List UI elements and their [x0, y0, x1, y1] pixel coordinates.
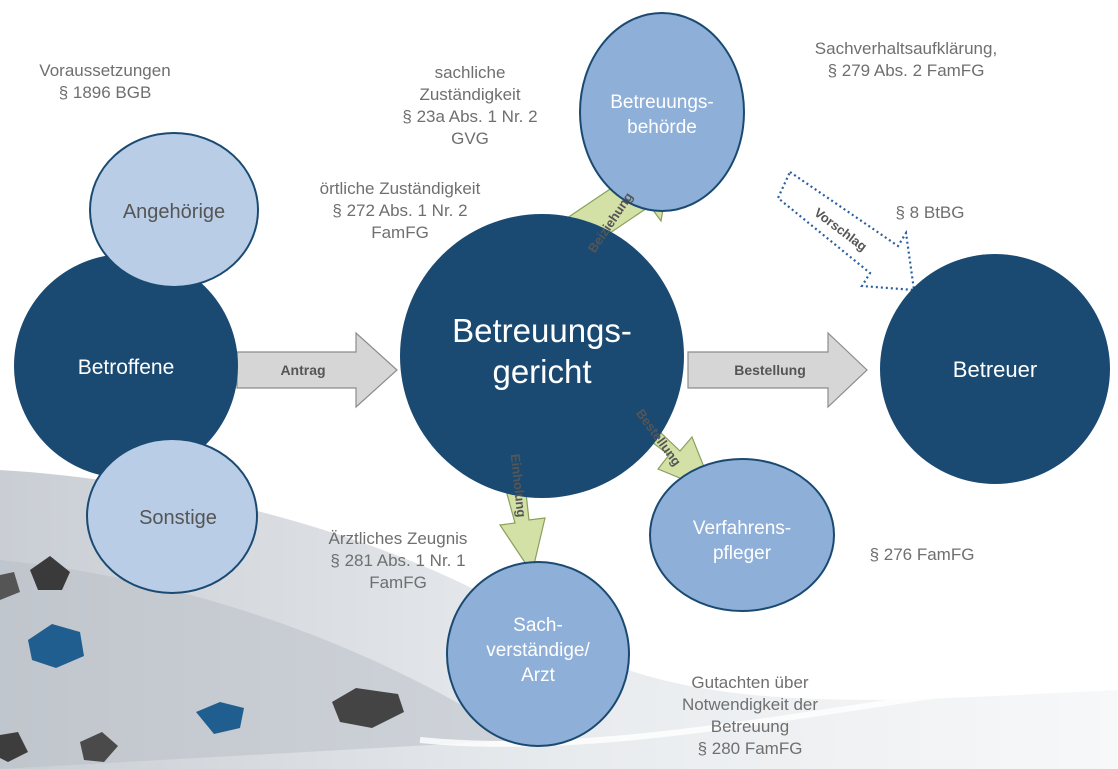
node-label-betroffene: Betroffene — [78, 356, 175, 379]
decor-tile — [80, 732, 118, 762]
node-behoerde — [579, 12, 745, 212]
annotation-famfg-276: § 276 FamFG — [869, 545, 975, 564]
decor-tile — [30, 556, 70, 590]
arrow-bestellung-betreuer — [687, 331, 868, 409]
node-pfleger — [649, 458, 835, 612]
annotation-btbg: § 8 BtBG — [895, 203, 965, 222]
node-label-behoerde-line2: behörde — [627, 117, 697, 138]
node-label-arzt-line2: verständige/ — [486, 640, 590, 661]
node-betroffene — [14, 254, 238, 478]
node-betreuer — [880, 254, 1110, 484]
node-angehoerige — [89, 132, 259, 288]
node-sonstige — [86, 438, 258, 594]
node-label-sonstige: Sonstige — [139, 507, 217, 529]
node-label-behoerde-line1: Betreuungs- — [610, 92, 714, 113]
annotation-voraussetzungen: Voraussetzungen § 1896 BGB — [39, 61, 171, 102]
annotation-gutachten: Gutachten über Notwendigkeit der Betreuu… — [681, 673, 819, 758]
decor-tile — [332, 688, 404, 728]
node-label-pfleger-line1: Verfahrens- — [693, 518, 791, 539]
background-wave-line — [419, 669, 1118, 747]
decor-tile — [196, 702, 244, 734]
node-label-arzt-line1: Sach- — [513, 615, 563, 636]
node-label-angehoerige: Angehörige — [123, 201, 225, 223]
arrow-antrag — [236, 331, 398, 409]
node-label-betreuer: Betreuer — [953, 357, 1037, 382]
annotation-sachverhaltsaufklaerung: Sachverhaltsaufklärung, § 279 Abs. 2 Fam… — [814, 39, 998, 80]
arrow-label-einholung: Einholung — [508, 453, 530, 518]
node-label-pfleger-line2: pfleger — [713, 543, 772, 564]
arrow-label-bestellung-betreuer: Bestellung — [734, 362, 806, 378]
annotation-sachliche-zustaendigkeit: sachliche Zuständigkeit § 23a Abs. 1 Nr.… — [402, 63, 538, 148]
annotation-aerztliches-zeugnis: Ärztliches Zeugnis § 281 Abs. 1 Nr. 1 Fa… — [328, 529, 468, 592]
decor-tile — [28, 624, 84, 668]
node-label-gericht-line2: gericht — [492, 353, 591, 390]
decor-tile — [0, 732, 28, 762]
arrow-vorschlag — [776, 170, 916, 292]
annotation-oertliche-zustaendigkeit: örtliche Zuständigkeit § 272 Abs. 1 Nr. … — [319, 179, 481, 242]
node-label-arzt-line3: Arzt — [521, 665, 556, 686]
arrow-label-antrag: Antrag — [280, 362, 325, 378]
decor-tile — [0, 572, 20, 600]
node-arzt — [446, 561, 630, 747]
node-gericht — [400, 214, 684, 498]
node-label-gericht-line1: Betreuungs- — [452, 312, 632, 349]
